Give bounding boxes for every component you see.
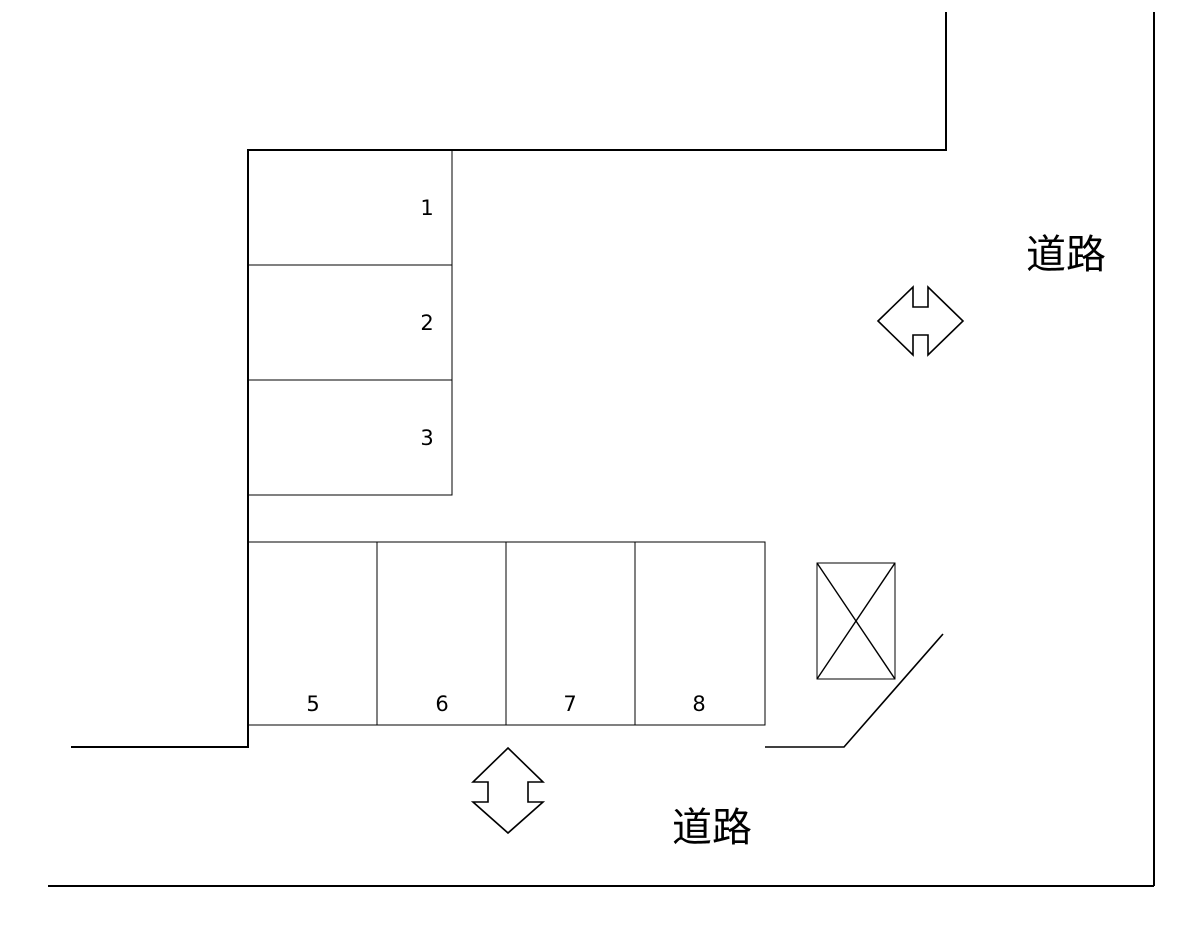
two-way-traffic-arrow-horizontal-icon bbox=[876, 285, 965, 357]
parking-stall-8-label: 8 bbox=[692, 692, 705, 716]
parking-stall-5-label: 5 bbox=[306, 692, 319, 716]
right-road-label: 道路 bbox=[1026, 232, 1106, 278]
parking-stall-3-box bbox=[247, 379, 453, 496]
bottom-road-label: 道路 bbox=[672, 805, 752, 851]
parking-stall-1-label: 1 bbox=[420, 196, 433, 220]
parking-stall-8-box bbox=[634, 541, 766, 726]
parking-stall-6-label: 6 bbox=[435, 692, 448, 716]
crossed-out-area-box bbox=[816, 562, 896, 680]
property-boundary-line bbox=[71, 12, 947, 748]
two-way-traffic-arrow-vertical-icon bbox=[470, 746, 546, 835]
parking-stall-7-label: 7 bbox=[563, 692, 576, 716]
parking-stall-3-label: 3 bbox=[420, 426, 433, 450]
crossed-out-area-diagonal-2 bbox=[816, 562, 896, 680]
crossed-out-area-icon bbox=[816, 562, 896, 680]
property-boundary-bottom-right-line bbox=[765, 633, 944, 748]
parking-stall-2-label: 2 bbox=[420, 311, 433, 335]
